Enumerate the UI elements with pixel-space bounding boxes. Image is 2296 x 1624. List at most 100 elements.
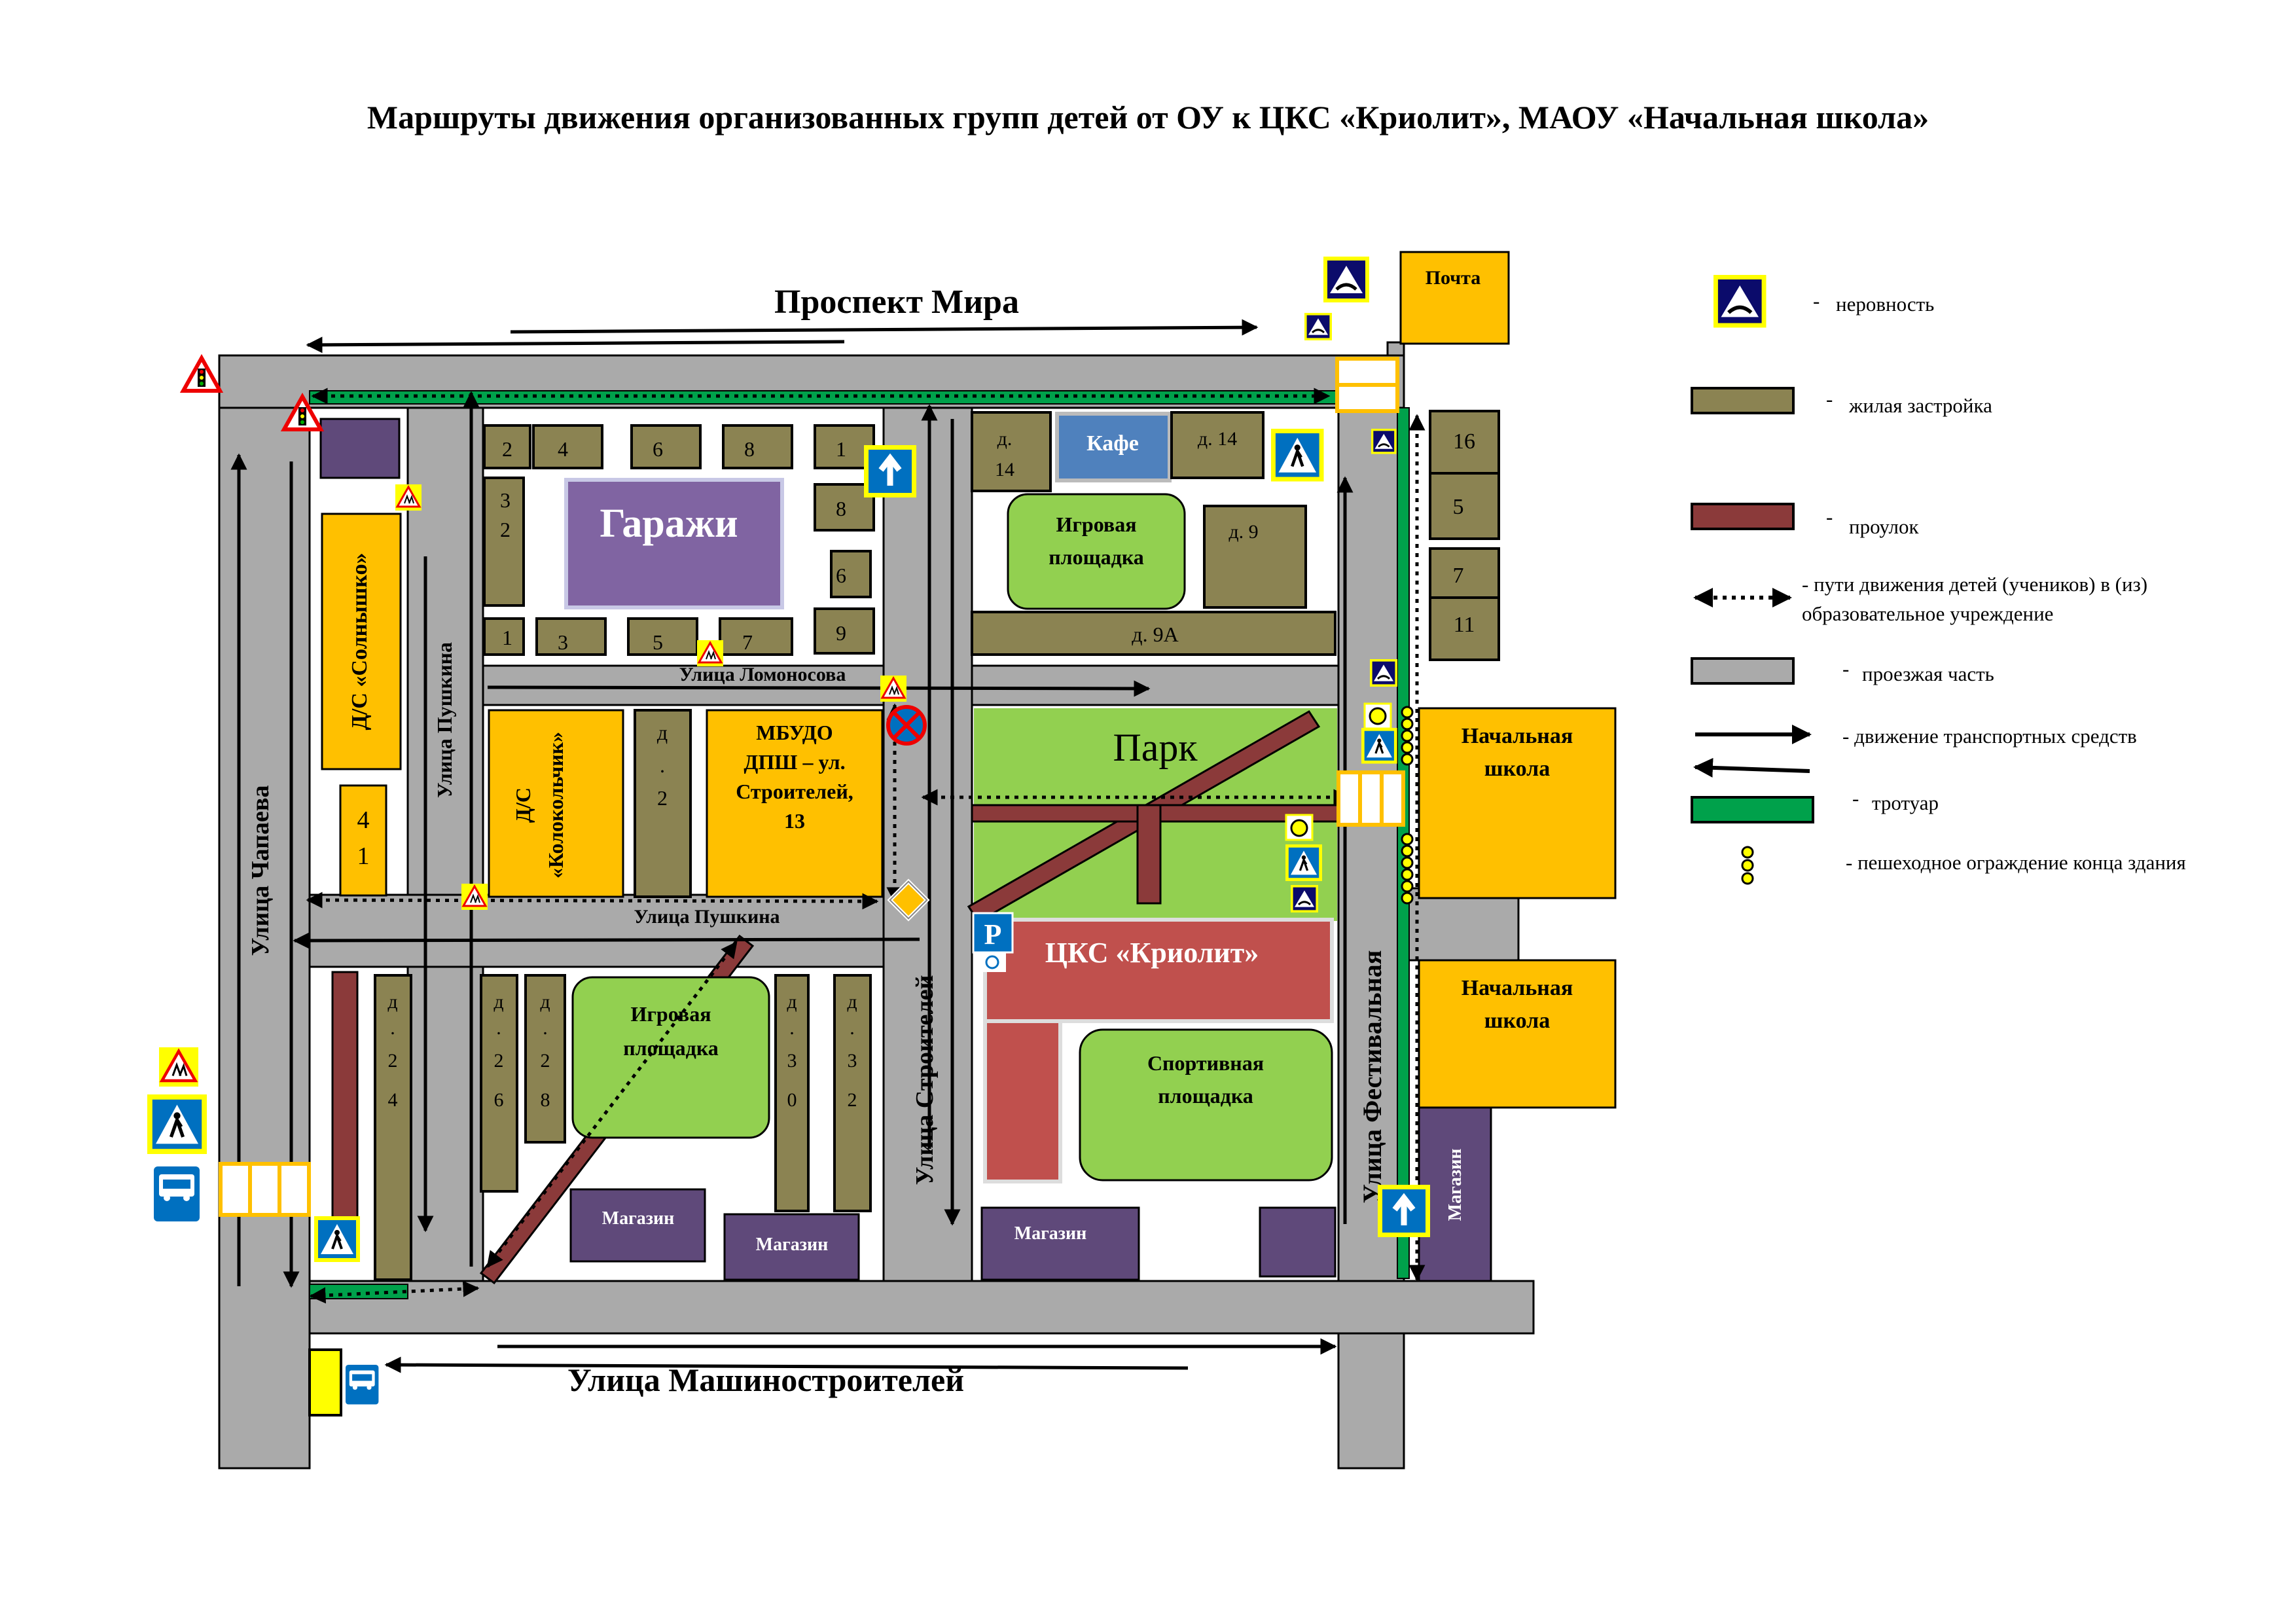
mbudo-line-3: Строителей, xyxy=(736,780,853,803)
mbudo-dpsh xyxy=(706,709,884,898)
sport-ground-label-2: площадка xyxy=(1158,1084,1253,1108)
bump-sign-north-small xyxy=(1303,312,1333,342)
house-5 xyxy=(1429,472,1500,540)
priority-road-sign xyxy=(887,878,930,922)
house-d9a-label: д. 9А xyxy=(1132,623,1178,646)
mbudo-line-2: ДПШ – ул. xyxy=(744,750,845,774)
d28-2: . xyxy=(543,1017,548,1039)
school-2 xyxy=(1418,959,1617,1109)
legend-fence-dot-3 xyxy=(1741,872,1754,885)
house-d2-b: . xyxy=(660,753,665,777)
sport-ground-label-1: Спортивная xyxy=(1147,1051,1264,1075)
ds-kolokolchik-label-1: Д/С xyxy=(511,787,535,823)
cafe xyxy=(1055,412,1172,482)
pochta-label: Почта xyxy=(1426,267,1481,289)
ds-solnyshko xyxy=(321,513,402,770)
residential-east xyxy=(1429,410,1500,661)
crossing-sign-east-top xyxy=(1271,429,1324,482)
traffic-light-sign-1 xyxy=(183,358,220,391)
house-9-label: 9 xyxy=(836,621,846,645)
road-north-stub xyxy=(1386,341,1405,357)
street-chapaeva: Улица Чапаева xyxy=(247,785,274,956)
zebra-east xyxy=(1336,770,1405,827)
alley-left xyxy=(331,971,359,1222)
legend-traffic-label: - движение транспортных средств xyxy=(1842,725,2137,748)
playground-top-label-2: площадка xyxy=(1049,545,1144,569)
zebra-north xyxy=(1335,357,1399,413)
house-6b xyxy=(830,550,872,598)
house-41-digit-b: 1 xyxy=(357,842,370,870)
page-title: Маршруты движения организованных групп д… xyxy=(367,99,1929,135)
house-9 xyxy=(814,607,875,655)
parking-sign: P xyxy=(972,912,1014,972)
playground-bottom-label-1: Игровая xyxy=(630,1002,711,1026)
school-2-label-1: Начальная xyxy=(1462,976,1573,1000)
d30-4: 0 xyxy=(787,1089,797,1111)
zebra-crossings xyxy=(219,357,1405,1217)
house-4 xyxy=(532,424,603,469)
house-5-label: 5 xyxy=(1453,495,1464,519)
road-mashinostroiteley xyxy=(308,1280,1535,1335)
house-16-label: 16 xyxy=(1453,429,1475,454)
d26-1: д xyxy=(493,991,503,1013)
crossing-sign-east-1 xyxy=(1360,727,1399,765)
pedestrian-fence-1 xyxy=(1401,706,1414,766)
shop-2-label: Магазин xyxy=(756,1235,829,1255)
shop-2 xyxy=(723,1213,860,1281)
d28-3: 2 xyxy=(541,1050,550,1072)
d26-3: 2 xyxy=(494,1050,504,1072)
legend-road-swatch xyxy=(1691,657,1795,685)
cks-annex xyxy=(983,1019,1062,1183)
house-41 xyxy=(339,784,387,897)
house-32-digit-b: 2 xyxy=(500,518,511,541)
child-sign-1 xyxy=(394,483,423,512)
d24-1: д xyxy=(387,991,397,1013)
children-routes xyxy=(306,388,1426,1304)
house-8-label: 8 xyxy=(744,437,755,461)
house-2 xyxy=(483,424,531,469)
legend-fence-dot-2 xyxy=(1741,859,1754,872)
house-d14-left xyxy=(971,411,1052,492)
street-prospekt-mira: Проспект Мира xyxy=(774,283,1019,321)
playground-bottom-label-2: площадка xyxy=(623,1036,719,1060)
legend-sidewalk-label: тротуар xyxy=(1872,791,1939,814)
house-2-label: 2 xyxy=(502,437,512,461)
legend-bump-label: неровность xyxy=(1836,293,1934,316)
alley-park-vertical-over xyxy=(1136,804,1162,905)
cafe-label: Кафе xyxy=(1086,431,1139,456)
house-7-east xyxy=(1429,547,1500,599)
bus-stop-sign-west xyxy=(154,1166,200,1221)
svg-text:P: P xyxy=(984,918,1002,950)
house-6 xyxy=(630,424,702,469)
park-label: Парк xyxy=(1113,726,1198,769)
house-d30 xyxy=(774,974,810,1212)
school-1 xyxy=(1418,707,1617,899)
legend-fence-label: - пешеходное ограждение конца здания xyxy=(1846,851,2186,874)
house-3-label: 3 xyxy=(558,630,568,654)
bump-sign-north xyxy=(1323,257,1369,302)
cks-kriolit-label: ЦКС «Криолит» xyxy=(1045,937,1259,969)
residential-grid-top xyxy=(483,424,875,656)
d32-2: . xyxy=(850,1017,855,1039)
d26-4: 6 xyxy=(494,1089,504,1111)
legend-sidewalk-dash: - xyxy=(1852,787,1859,810)
house-d9-label: д. 9 xyxy=(1229,521,1258,543)
crossing-sign-west xyxy=(147,1094,207,1154)
house-7-east-label: 7 xyxy=(1453,564,1464,588)
d28-1: д xyxy=(540,991,550,1013)
d28-4: 8 xyxy=(541,1089,550,1111)
yellow-marker-south xyxy=(308,1348,342,1416)
legend-road-dash: - xyxy=(1842,657,1849,680)
house-d9a xyxy=(971,611,1336,656)
d24-4: 4 xyxy=(388,1089,398,1111)
house-32 xyxy=(483,477,525,607)
street-stroiteley: Улица Строителей xyxy=(911,975,939,1185)
traffic-light-east xyxy=(1285,702,1392,841)
purple-building-nw xyxy=(319,418,401,479)
no-stopping-sign xyxy=(886,705,927,746)
street-lomonosova: Улица Ломоносова xyxy=(679,664,846,685)
legend-residential-label: жилая застройка xyxy=(1848,394,1992,417)
shop-1-label: Магазин xyxy=(602,1208,675,1229)
house-7 xyxy=(719,617,793,656)
legend: - неровность - жилая застройка - проулок… xyxy=(1691,275,2186,885)
